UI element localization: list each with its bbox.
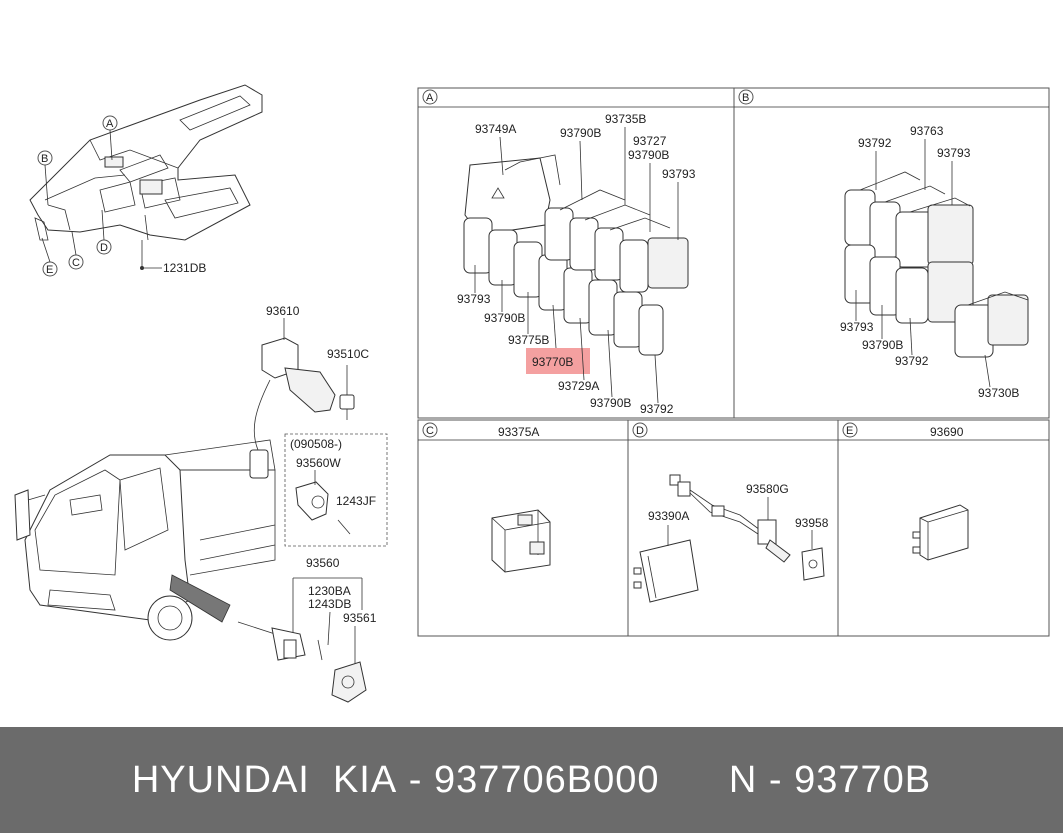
footer-part-number: 937706B000 xyxy=(434,758,660,801)
label-a-93790b-1: 93790B xyxy=(560,126,601,140)
dashboard-illustration xyxy=(29,84,263,241)
section-a-marker: A xyxy=(422,89,438,105)
part-93375a xyxy=(491,509,551,573)
svg-text:E: E xyxy=(846,425,853,437)
label-090508: (090508-) xyxy=(290,437,342,451)
label-d-93580g: 93580G xyxy=(746,482,789,496)
label-a-93793-1: 93793 xyxy=(662,167,696,181)
label-a-93729a: 93729A xyxy=(558,379,599,393)
svg-text:D: D xyxy=(636,425,644,437)
label-a-93792: 93792 xyxy=(640,402,674,416)
label-a-93749a: 93749A xyxy=(475,122,516,136)
label-a-93790b-3: 93790B xyxy=(484,311,525,325)
label-b-93763: 93763 xyxy=(910,124,944,138)
footer-brand: HYUNDAI KIA xyxy=(131,758,398,801)
dash-callout-c: C xyxy=(72,257,80,269)
label-1230ba: 1230BA xyxy=(308,584,351,598)
label-a-93790b-4: 93790B xyxy=(590,396,631,410)
section-c-title: 93375A xyxy=(498,425,539,439)
truck-illustration xyxy=(14,439,276,641)
label-1231db: 1231DB xyxy=(163,261,206,275)
parts-diagram: A B C D E 1231DB xyxy=(14,84,1050,703)
label-93560: 93560 xyxy=(306,556,340,570)
label-b-93790b: 93790B xyxy=(862,338,903,352)
part-93690 xyxy=(912,504,969,561)
label-a-93775b: 93775B xyxy=(508,333,549,347)
label-a-93727: 93727 xyxy=(633,134,667,148)
part-93958 xyxy=(801,530,825,581)
switch-panel-a xyxy=(463,154,689,356)
label-1243db: 1243DB xyxy=(308,597,351,611)
dash-callout-b: B xyxy=(41,153,48,165)
label-b-93793-2: 93793 xyxy=(840,320,874,334)
dash-callouts: A B C D E xyxy=(37,115,118,277)
section-e-title: 93690 xyxy=(930,425,964,439)
svg-text:A: A xyxy=(426,92,434,104)
label-b-93730b: 93730B xyxy=(978,386,1019,400)
dash-callout-e: E xyxy=(46,264,53,276)
part-93510c xyxy=(339,365,355,420)
part-93560w xyxy=(295,470,351,535)
part-93560 xyxy=(237,621,323,661)
part-93610 xyxy=(249,318,336,479)
dash-callout-a: A xyxy=(106,118,114,130)
label-d-93958: 93958 xyxy=(795,516,829,530)
highlight-93770b xyxy=(526,348,590,374)
part-number-footer: HYUNDAI KIA - 937706B000 N - 93770B xyxy=(0,727,1063,833)
label-b-93792-1: 93792 xyxy=(858,136,892,150)
label-a-93793-2: 93793 xyxy=(457,292,491,306)
label-a-93735b: 93735B xyxy=(605,112,646,126)
footer-short-code: N - 93770B xyxy=(728,758,932,801)
dash-callout-d: D xyxy=(100,242,108,254)
svg-text:B: B xyxy=(742,92,749,104)
section-d-marker: D xyxy=(632,422,648,438)
label-93610: 93610 xyxy=(266,304,300,318)
label-1243jf: 1243JF xyxy=(336,494,376,508)
label-b-93793-1: 93793 xyxy=(937,146,971,160)
label-b-93792-2: 93792 xyxy=(895,354,929,368)
section-e-marker: E xyxy=(842,422,858,438)
label-93560w: 93560W xyxy=(296,456,341,470)
svg-text:C: C xyxy=(426,425,434,437)
label-a-93770b: 93770B xyxy=(532,355,573,369)
section-c-marker: C xyxy=(422,422,438,438)
switch-panel-b xyxy=(844,171,1029,358)
part-93390a xyxy=(633,525,699,603)
label-93510c: 93510C xyxy=(327,347,369,361)
label-a-93790b-2: 93790B xyxy=(628,148,669,162)
label-93561: 93561 xyxy=(343,611,377,625)
part-93561 xyxy=(331,661,367,703)
label-d-93390a: 93390A xyxy=(648,509,689,523)
section-b-marker: B xyxy=(738,89,754,105)
part-93580g xyxy=(669,474,791,563)
